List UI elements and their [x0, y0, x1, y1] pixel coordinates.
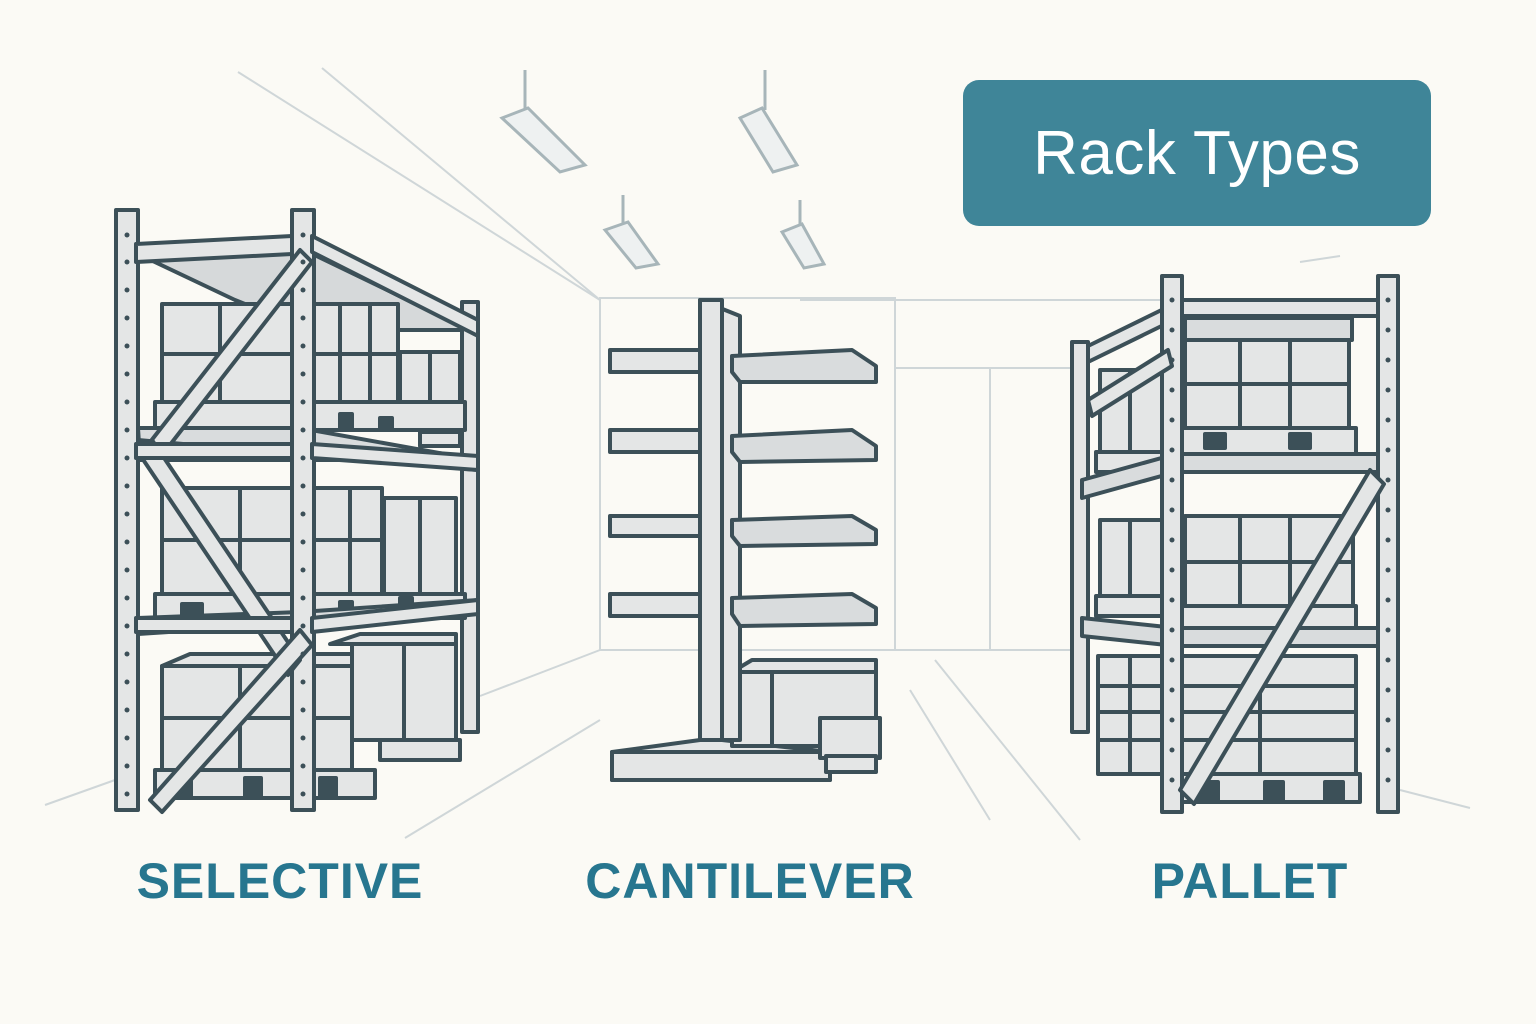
label-pallet: PALLET: [1151, 853, 1349, 909]
label-selective: SELECTIVE: [136, 853, 424, 909]
label-cantilever: CANTILEVER: [585, 853, 915, 909]
title-badge: Rack Types: [963, 80, 1431, 226]
ceiling-lights: [499, 70, 827, 270]
pallet-rack-illustration: [1070, 274, 1400, 814]
room-perspective-lines: [44, 67, 1471, 841]
page-title: Rack Types: [1033, 118, 1361, 188]
cantilever-rack-illustration: [608, 298, 882, 782]
selective-rack-illustration: [114, 208, 480, 814]
